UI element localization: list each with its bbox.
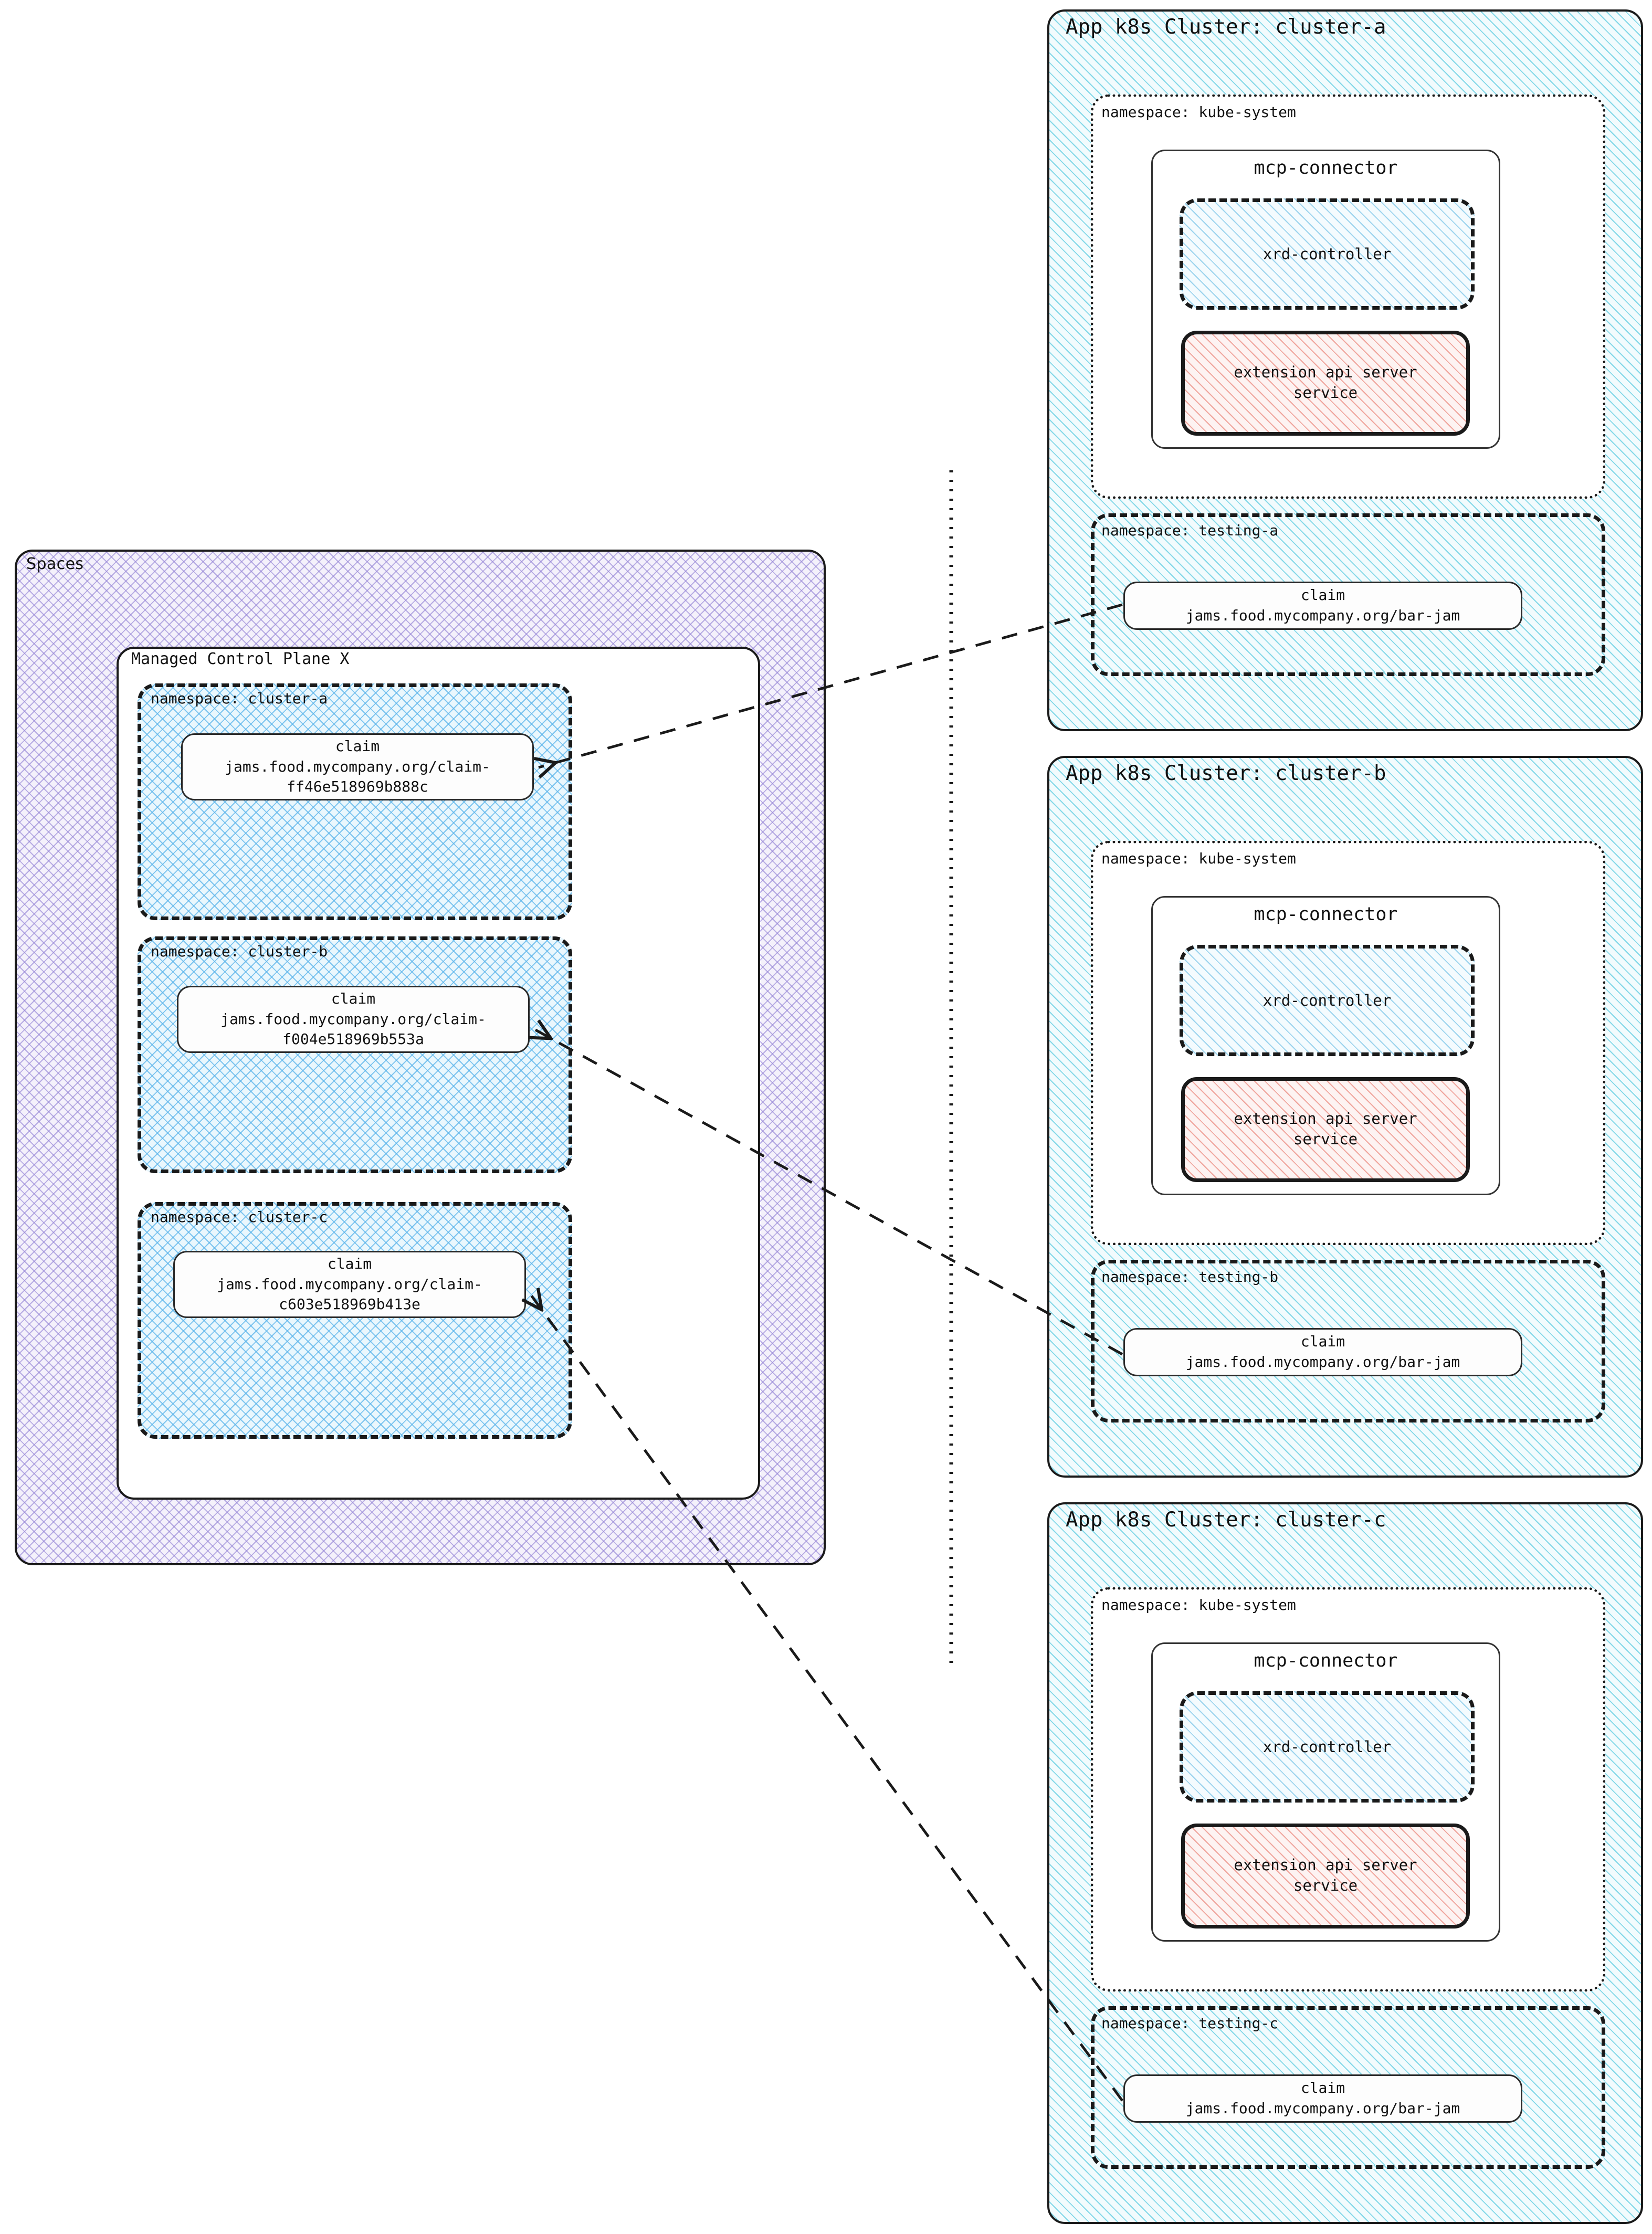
- eas-line2: service: [1293, 384, 1358, 402]
- cluster-b-mcp-connector-title: mcp-connector: [1254, 904, 1398, 925]
- mcp-claim-cluster-c[interactable]: claim jams.food.mycompany.org/claim- c60…: [173, 1251, 526, 1318]
- cluster-c-title: App k8s Cluster: cluster-c: [1066, 1508, 1386, 1532]
- cluster-c-mcp-connector-title: mcp-connector: [1254, 1650, 1398, 1671]
- eas-line1: extension api server: [1234, 1110, 1417, 1127]
- claim-ref-line2: f004e518969b553a: [282, 1030, 424, 1048]
- cluster-c-xrd-controller: [1180, 1691, 1475, 1803]
- cluster-a-mcp-connector-title: mcp-connector: [1254, 157, 1398, 178]
- cluster-c-kube-system-label: namespace: kube-system: [1101, 1596, 1296, 1614]
- claim-kind: claim: [1300, 1333, 1345, 1351]
- cluster-b-xrd-controller-label: xrd-controller: [1262, 992, 1392, 1009]
- cluster-a-xrd-controller-label: xrd-controller: [1262, 245, 1392, 263]
- claim-kind: claim: [1300, 2079, 1345, 2097]
- mcp-namespace-cluster-b: [138, 936, 572, 1173]
- cluster-c-testing-label: namespace: testing-c: [1101, 2015, 1279, 2032]
- claim-kind: claim: [335, 737, 380, 755]
- cluster-a-kube-system-label: namespace: kube-system: [1101, 103, 1296, 121]
- cluster-b-kube-system-label: namespace: kube-system: [1101, 850, 1296, 867]
- cluster-b-extension-api-server-service: [1181, 1077, 1470, 1182]
- cluster-b-extension-api-server-service-label: extension api server service: [1181, 1109, 1470, 1150]
- spaces-label: Spaces: [26, 555, 84, 573]
- cluster-b-title: App k8s Cluster: cluster-b: [1066, 762, 1386, 785]
- claim-ref: jams.food.mycompany.org/bar-jam: [1185, 607, 1460, 624]
- mcp-namespace-cluster-b-label: namespace: cluster-b: [151, 943, 328, 960]
- cluster-c-testing-claim[interactable]: claim jams.food.mycompany.org/bar-jam: [1123, 2074, 1522, 2123]
- mcp-namespace-cluster-a: [138, 683, 572, 920]
- eas-line1: extension api server: [1234, 1856, 1417, 1874]
- claim-kind: claim: [1300, 586, 1345, 604]
- cluster-a-xrd-controller: [1180, 198, 1475, 310]
- mcp-namespace-cluster-c-label: namespace: cluster-c: [151, 1208, 328, 1226]
- claim-ref-line2: c603e518969b413e: [279, 1295, 420, 1313]
- eas-line2: service: [1293, 1130, 1358, 1148]
- claim-ref-line1: jams.food.mycompany.org/claim-: [217, 1275, 482, 1293]
- claim-ref-line1: jams.food.mycompany.org/claim-: [225, 757, 490, 775]
- mcp-namespace-cluster-c: [138, 1202, 572, 1439]
- cluster-c-xrd-controller-label: xrd-controller: [1262, 1738, 1392, 1756]
- cluster-b-xrd-controller: [1180, 945, 1475, 1056]
- mcp-claim-cluster-b[interactable]: claim jams.food.mycompany.org/claim- f00…: [177, 986, 530, 1053]
- cluster-c-extension-api-server-service-label: extension api server service: [1181, 1855, 1470, 1896]
- eas-line1: extension api server: [1234, 363, 1417, 381]
- cluster-b-testing-claim[interactable]: claim jams.food.mycompany.org/bar-jam: [1123, 1328, 1522, 1376]
- cluster-a-extension-api-server-service-label: extension api server service: [1181, 362, 1470, 403]
- eas-line2: service: [1293, 1877, 1358, 1895]
- cluster-a-title: App k8s Cluster: cluster-a: [1066, 15, 1386, 39]
- cluster-b-testing-label: namespace: testing-b: [1101, 1268, 1279, 1285]
- claim-kind: claim: [331, 990, 376, 1008]
- claim-ref: jams.food.mycompany.org/bar-jam: [1185, 1353, 1460, 1371]
- claim-ref-line1: jams.food.mycompany.org/claim-: [220, 1010, 486, 1028]
- managed-control-plane-label: Managed Control Plane X: [131, 650, 350, 668]
- claim-ref-line2: ff46e518969b888c: [287, 778, 428, 796]
- cluster-a-testing-label: namespace: testing-a: [1101, 522, 1279, 539]
- claim-kind: claim: [327, 1255, 372, 1273]
- cluster-a-testing-claim[interactable]: claim jams.food.mycompany.org/bar-jam: [1123, 582, 1522, 630]
- mcp-claim-cluster-a[interactable]: claim jams.food.mycompany.org/claim- ff4…: [181, 733, 534, 800]
- cluster-a-extension-api-server-service: [1181, 331, 1470, 436]
- cluster-c-extension-api-server-service: [1181, 1824, 1470, 1929]
- claim-ref: jams.food.mycompany.org/bar-jam: [1185, 2100, 1460, 2117]
- mcp-namespace-cluster-a-label: namespace: cluster-a: [151, 690, 328, 707]
